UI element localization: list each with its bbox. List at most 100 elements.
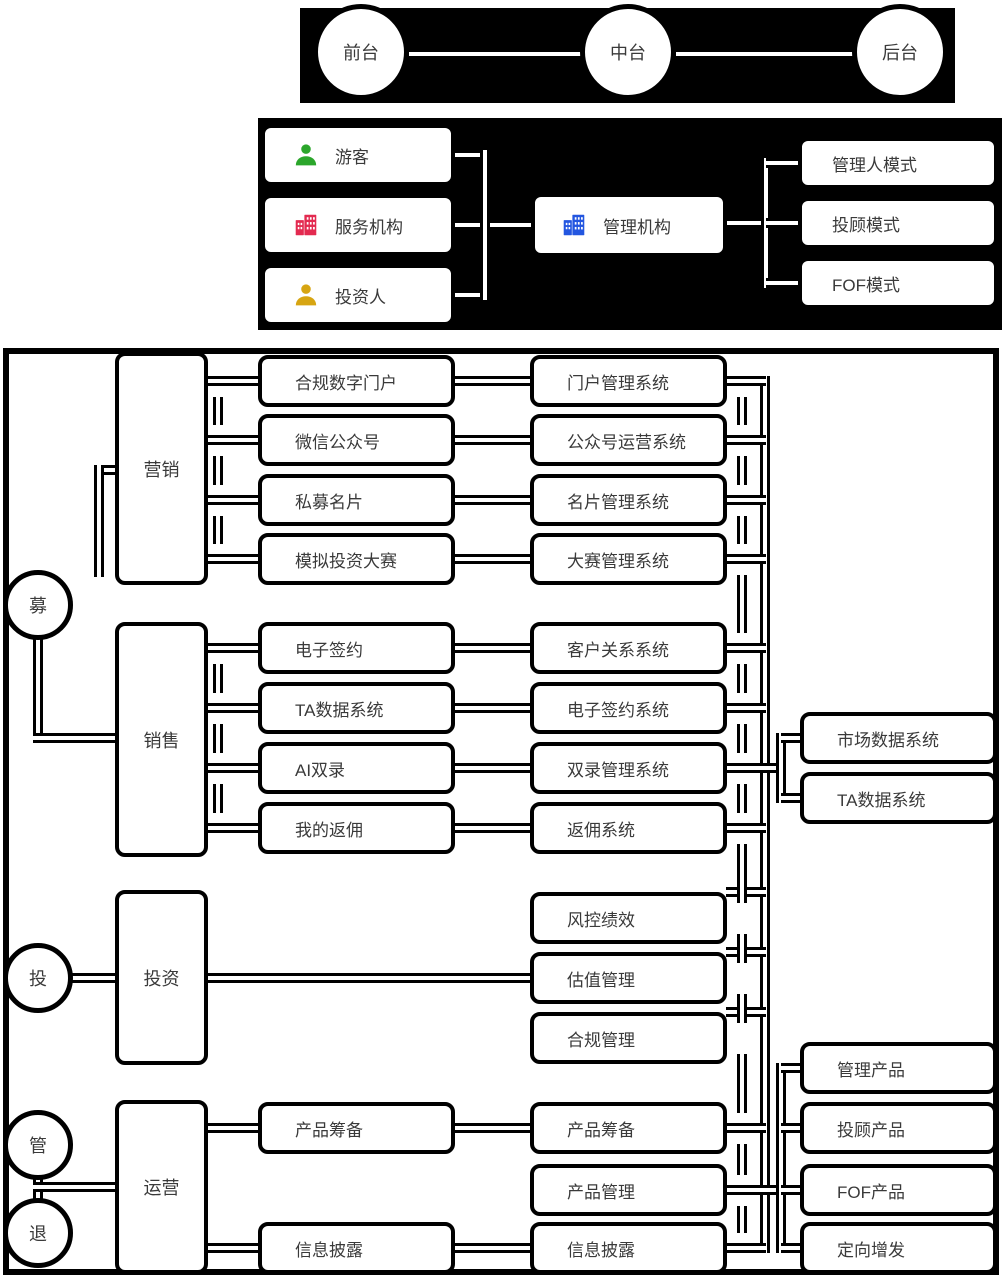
shared-system-box: TA数据系统: [800, 772, 997, 824]
item-box: 微信公众号: [258, 414, 455, 466]
connector: [454, 1243, 531, 1253]
connector: [454, 495, 531, 505]
connector: [213, 516, 223, 544]
connector: [781, 733, 800, 743]
mode-box-fof: FOF模式: [798, 257, 998, 309]
tier-label: 前台: [343, 43, 379, 63]
system-label: 信息披露: [567, 1240, 635, 1260]
category-label: 营销: [143, 459, 180, 480]
tier-label: 中台: [610, 43, 646, 63]
system-label: 产品管理: [567, 1182, 635, 1202]
category-label: 运营: [143, 1178, 180, 1198]
connector: [781, 1123, 800, 1133]
connector: [726, 435, 766, 445]
system-label: 双录管理系统: [567, 760, 669, 780]
system-box: 信息披露: [530, 1222, 727, 1274]
actor-label: 投资人: [335, 287, 386, 307]
shared-system-box: 市场数据系统: [800, 712, 997, 764]
person-icon: [293, 142, 319, 168]
connector: [727, 218, 771, 228]
connector: [737, 456, 747, 485]
actor-label: 游客: [335, 147, 369, 167]
item-label: 合规数字门户: [295, 373, 397, 393]
item-box: 合规数字门户: [258, 355, 455, 407]
connector: [206, 495, 259, 505]
connector: [726, 1185, 786, 1195]
system-label: 门户管理系统: [567, 373, 669, 393]
system-box: 产品筹备: [530, 1102, 727, 1154]
system-label: 大赛管理系统: [567, 551, 669, 571]
phase-label: 退: [29, 1224, 47, 1244]
mode-label: 投顾模式: [832, 215, 900, 235]
connector: [737, 516, 747, 544]
connector: [206, 703, 259, 713]
item-box: TA数据系统: [258, 682, 455, 734]
connector: [213, 397, 223, 425]
system-box: 大赛管理系统: [530, 533, 727, 585]
connector: [737, 994, 747, 1023]
item-box: 电子签约: [258, 622, 455, 674]
system-box: 公众号运营系统: [530, 414, 727, 466]
system-label: 合规管理: [567, 1030, 635, 1050]
phase-circle-raise: 募: [3, 570, 73, 640]
hub-box-management-org: 管理机构: [531, 193, 727, 257]
connector: [737, 1144, 747, 1175]
connector: [726, 703, 766, 713]
connector: [737, 934, 747, 963]
connector: [206, 435, 259, 445]
product-box: 管理产品: [800, 1042, 997, 1094]
system-box: 电子签约系统: [530, 682, 727, 734]
connector: [726, 763, 786, 773]
connector: [455, 150, 490, 160]
phase-circle-exit: 退: [3, 1198, 73, 1268]
connector: [676, 49, 853, 59]
system-label: 客户关系系统: [567, 640, 669, 660]
connector: [776, 733, 786, 803]
connector: [737, 724, 747, 753]
connector: [206, 973, 531, 983]
tier-circle-front: 前台: [313, 4, 409, 100]
connector: [33, 733, 116, 743]
connector: [737, 1206, 747, 1233]
connector: [726, 495, 766, 505]
actor-box-investor: 投资人: [261, 264, 455, 326]
connector: [781, 1185, 800, 1195]
connector: [726, 376, 766, 386]
phase-circle-invest: 投: [3, 943, 73, 1013]
connector: [213, 456, 223, 485]
connector: [213, 724, 223, 753]
connector: [726, 1243, 766, 1253]
system-box: 产品管理: [530, 1164, 727, 1216]
connector: [776, 1063, 786, 1253]
product-box: FOF产品: [800, 1164, 997, 1216]
category-box-marketing: 营销: [115, 352, 208, 585]
category-label: 投资: [143, 968, 180, 989]
connector: [94, 465, 104, 577]
item-label: 私募名片: [295, 492, 363, 512]
product-box: 投顾产品: [800, 1102, 997, 1154]
connector: [206, 554, 259, 564]
phase-circle-manage: 管: [3, 1110, 73, 1180]
actor-box-service-org: 服务机构: [261, 194, 455, 256]
connector: [454, 643, 531, 653]
system-label: 电子签约系统: [567, 700, 669, 720]
connector: [454, 1123, 531, 1133]
person-icon: [293, 282, 319, 308]
connector: [737, 844, 747, 903]
tier-label: 后台: [882, 43, 918, 63]
connector: [454, 763, 531, 773]
item-box: 信息披露: [258, 1222, 455, 1274]
building-icon: [561, 212, 587, 238]
connector: [726, 554, 766, 564]
system-label: 估值管理: [567, 970, 635, 990]
item-label: 信息披露: [295, 1240, 363, 1260]
building-icon: [293, 212, 319, 238]
connector: [71, 973, 116, 983]
item-label: TA数据系统: [295, 700, 384, 720]
system-box: 合规管理: [530, 1012, 727, 1064]
product-label: 管理产品: [837, 1060, 905, 1080]
connector: [206, 823, 259, 833]
connector: [726, 1123, 766, 1133]
connector: [455, 220, 531, 230]
